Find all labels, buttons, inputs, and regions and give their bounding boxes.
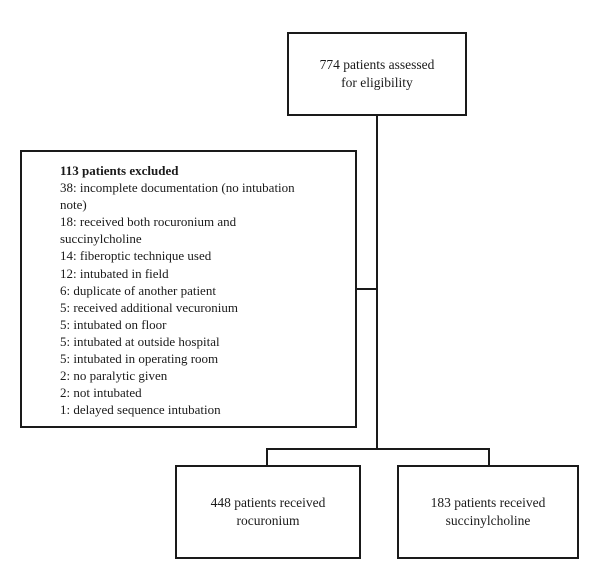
excluded-item: 2: not intubated <box>60 385 142 401</box>
excluded-item: 38: incomplete documentation (no intubat… <box>60 180 295 196</box>
excluded-item: 5: intubated at outside hospital <box>60 333 220 349</box>
excluded-item: 1: delayed sequence intubation <box>60 402 221 418</box>
succinylcholine-line-2: succinylcholine <box>445 513 531 528</box>
succinylcholine-line-1: 183 patients received <box>430 495 546 510</box>
rocuronium-line-1: 448 patients received <box>210 495 326 510</box>
excluded-item: 14: fiberoptic technique used <box>60 248 212 264</box>
rocuronium-box: 448 patients received rocuronium <box>175 465 361 559</box>
excluded-item: 5: intubated on floor <box>60 316 167 332</box>
excluded-item: 6: duplicate of another patient <box>60 282 216 298</box>
rocuronium-line-2: rocuronium <box>236 513 300 528</box>
excluded-item: 12: intubated in field <box>60 265 169 281</box>
assessed-box: 774 patients assessed for eligibility <box>287 32 467 116</box>
excluded-item: succinylcholine <box>60 231 142 247</box>
excluded-item: 18: received both rocuronium and <box>60 214 237 230</box>
excluded-title: 113 patients excluded <box>60 163 179 178</box>
succinylcholine-box: 183 patients received succinylcholine <box>397 465 579 559</box>
excluded-item: 5: intubated in operating room <box>60 351 219 367</box>
excluded-item: 5: received additional vecuronium <box>60 299 238 315</box>
assessed-line-2: for eligibility <box>341 75 413 90</box>
excluded-item: 2: no paralytic given <box>60 368 168 384</box>
excluded-box: 113 patients excluded 38: incomplete doc… <box>20 150 357 428</box>
assessed-line-1: 774 patients assessed <box>319 57 435 72</box>
excluded-item: note) <box>60 197 87 213</box>
